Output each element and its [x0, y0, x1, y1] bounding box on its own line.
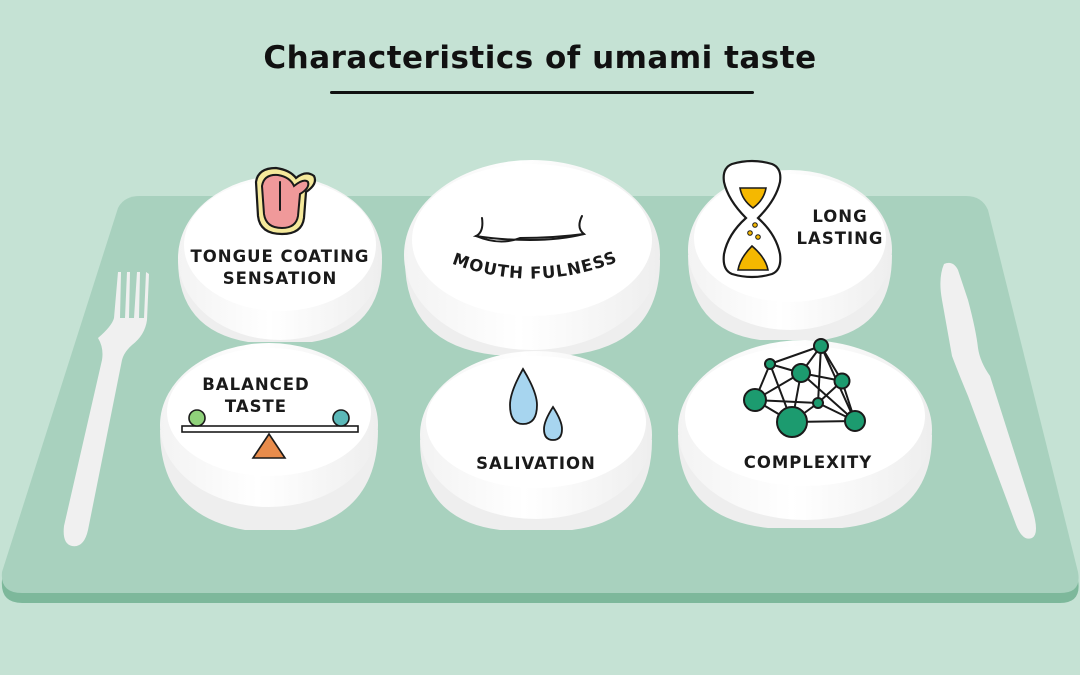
bowl-salivation — [420, 351, 652, 530]
bowl-balanced-taste — [160, 343, 378, 530]
label-line: TONGUE COATING — [190, 247, 370, 266]
bowl-tongue-coating — [178, 176, 382, 342]
label-line: TASTE — [224, 397, 288, 416]
label-balanced-taste: BALANCED TASTE — [190, 374, 322, 418]
label-line: COMPLEXITY — [743, 453, 873, 472]
page-title: Characteristics of umami taste — [263, 40, 817, 76]
label-tongue-coating: TONGUE COATING SENSATION — [180, 246, 380, 290]
label-complexity: COMPLEXITY — [708, 452, 908, 474]
fork-icon — [63, 272, 149, 547]
label-long-lasting: LONG LASTING — [790, 206, 890, 250]
hourglass-icon — [722, 159, 782, 279]
title-underline — [330, 91, 754, 94]
balance-scale-icon — [181, 409, 359, 459]
water-drops-icon — [509, 367, 563, 441]
label-salivation: SALIVATION — [436, 453, 636, 475]
label-line: BALANCED — [202, 375, 310, 394]
label-line: SALIVATION — [476, 454, 596, 473]
knife-icon — [940, 262, 1036, 539]
label-line: SENSATION — [222, 269, 338, 288]
smile-icon — [472, 215, 587, 243]
label-line: LONG — [812, 207, 868, 226]
network-icon — [743, 338, 866, 438]
tongue-icon — [254, 166, 317, 236]
bowl-long-lasting — [688, 170, 892, 340]
bowl-mouth-fulness — [404, 160, 660, 355]
label-line: LASTING — [796, 229, 884, 248]
